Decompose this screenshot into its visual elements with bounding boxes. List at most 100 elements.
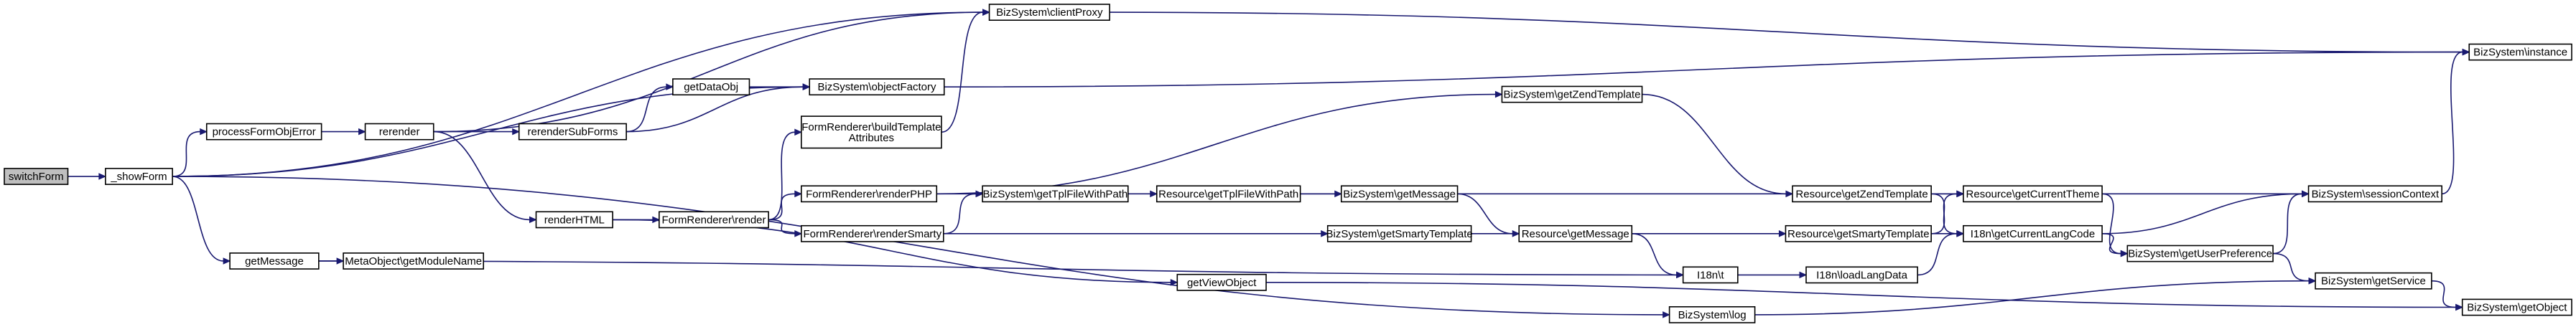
edge-i18n-t-to-i18n-loadlangdata [1737,271,1808,279]
node-box [1326,224,1472,242]
node-getdataobj[interactable]: getDataObj [672,78,750,96]
node-box [535,211,613,229]
edge-resource-getsmartytemplate-to-i18n-getcurrentlangcode [1931,230,1965,237]
edge-line [1457,193,1513,234]
node-box [801,224,944,242]
node-label: BizSystem\log [1678,309,1747,321]
node-i18n-loadlangdata[interactable]: I18n\loadLangData [1805,266,1918,284]
edge-line [1917,233,1957,276]
node-box [672,78,750,96]
node-bizsystem-log[interactable]: BizSystem\log [1668,305,1756,323]
node-label: Resource\getMessage [1522,228,1629,240]
edge-resource-getmessage-to-i18n-t [1632,233,1684,279]
edge-resource-getsmartytemplate-to-resource-getcurrenttheme [1931,190,1965,234]
node-formrenderer-rendersmarty[interactable]: FormRenderer\renderSmarty [801,224,944,242]
node-label: BizSystem\sessionContext [2312,188,2440,200]
edge-line [768,131,795,221]
edge-rerendersubforms-to-getdataobj [626,83,674,133]
node-processformobjerror[interactable]: processFormObjError [205,123,322,141]
node-label: FormRenderer\renderPHP [806,188,932,200]
node-box [229,252,320,270]
edge-showform-to-processformobjerror [172,128,208,177]
node-bizsystem-sessioncontext[interactable]: BizSystem\sessionContext [2307,185,2442,203]
edge-bizsystem-clientproxy-to-bizsystem-instance [1110,11,2470,56]
node-resource-getzendtemplate[interactable]: Resource\getZendTemplate [1792,185,1932,203]
node-renderhtml[interactable]: renderHTML [535,211,613,229]
edge-bizsystem-getuserpreference-to-bizsystem-sessioncontext [2273,190,2310,255]
edge-arrowhead [529,216,537,224]
edge-arrowhead [2120,250,2129,257]
node-rerender[interactable]: rerender [364,123,434,141]
node-bizsystem-getmessage[interactable]: BizSystem\getMessage [1340,185,1459,203]
node-bizsystem-getobject[interactable]: BizSystem\getObject [2461,298,2572,316]
edge-bizsystem-log-to-bizsystem-getservice [1754,277,2317,316]
edge-arrowhead [512,128,520,136]
node-label: BizSystem\getUserPreference [2128,248,2272,260]
node-getviewobject[interactable]: getViewObject [1176,273,1267,291]
node-label: I18n\t [1697,269,1724,281]
edge-switchform-to-showform [68,173,107,180]
node-i18n-t[interactable]: I18n\t [1682,266,1739,284]
node-box [205,123,322,141]
node-resource-gettplfilewithpath[interactable]: Resource\getTplFileWithPath [1156,185,1301,203]
node-bizsystem-getsmartytemplate[interactable]: BizSystem\getSmartyTemplate [1326,224,1473,242]
edge-showform-to-getmessage [172,176,231,265]
node-box [518,123,627,141]
node-label: getMessage [245,255,304,267]
node-formrenderer-render[interactable]: FormRenderer\render [659,211,769,229]
edge-resource-getcurrenttheme-to-bizsystem-getuserpreference [2102,193,2129,257]
node-box [343,252,485,270]
node-metaobject-getmodulename[interactable]: MetaObject\getModuleName [343,252,485,270]
edge-arrowhead [652,216,661,224]
node-label: rerenderSubForms [527,126,618,138]
edge-formrenderer-rendersmarty-to-bizsystem-gettplfilewithpath [943,190,984,234]
edge-showform-to-bizsystem-log [172,176,1670,318]
edge-arrowhead [802,83,811,90]
edge-line [2273,252,2310,282]
node-i18n-getcurrentlangcode[interactable]: I18n\getCurrentLangCode [1963,224,2103,242]
node-bizsystem-getuserpreference[interactable]: BizSystem\getUserPreference [2126,245,2274,262]
edge-line [1266,282,2456,308]
node-bizsystem-getzendtemplate[interactable]: BizSystem\getZendTemplate [1501,85,1643,103]
node-label: processFormObjError [213,126,316,138]
edge-line [433,11,983,133]
edge-arrowhead [666,83,674,90]
edge-line [172,11,983,177]
edge-line [1642,93,1786,195]
node-switchform[interactable]: switchForm [4,168,69,185]
node-box [2461,298,2572,316]
node-bizsystem-instance[interactable]: BizSystem\instance [2468,43,2572,61]
edge-bizsystem-sessioncontext-to-bizsystem-instance [2442,48,2470,195]
edge-arrowhead [358,128,366,136]
node-box [1518,224,1633,242]
node-resource-getcurrenttheme[interactable]: Resource\getCurrentTheme [1963,185,2103,203]
node-box [2468,43,2572,61]
edge-line [1931,193,1957,234]
node-bizsystem-getservice[interactable]: BizSystem\getService [2315,272,2432,290]
node-label: BizSystem\objectFactory [817,81,936,93]
node-box [2126,245,2274,262]
node-box [659,211,769,229]
node-label: BizSystem\clientProxy [996,6,1103,19]
edge-line [2102,193,2121,255]
node-label: BizSystem\getTplFileWithPath [983,188,1128,200]
node-label: BizSystem\getMessage [1343,188,1456,200]
node-formrenderer-renderphp[interactable]: FormRenderer\renderPHP [801,185,938,203]
edge-line [944,51,2463,87]
node-bizsystem-objectfactory[interactable]: BizSystem\objectFactory [809,78,945,96]
node-showform[interactable]: _showForm [105,168,173,185]
node-getmessage[interactable]: getMessage [229,252,320,270]
node-bizsystem-clientproxy[interactable]: BizSystem\clientProxy [988,4,1110,22]
node-label: Resource\getZendTemplate [1795,188,1928,200]
node-bizsystem-gettplfilewithpath[interactable]: BizSystem\getTplFileWithPath [982,185,1129,203]
edge-line [626,86,804,133]
edge-getmessage-to-i18n-t [318,260,1684,279]
node-resource-getmessage[interactable]: Resource\getMessage [1518,224,1633,242]
node-label: getDataObj [684,81,738,93]
node-resource-getsmartytemplate[interactable]: Resource\getSmartyTemplate [1785,224,1932,242]
node-box [1792,185,1932,203]
node-box [1176,273,1267,291]
node-rerendersubforms[interactable]: rerenderSubForms [518,123,627,141]
edge-line [1632,233,1677,276]
